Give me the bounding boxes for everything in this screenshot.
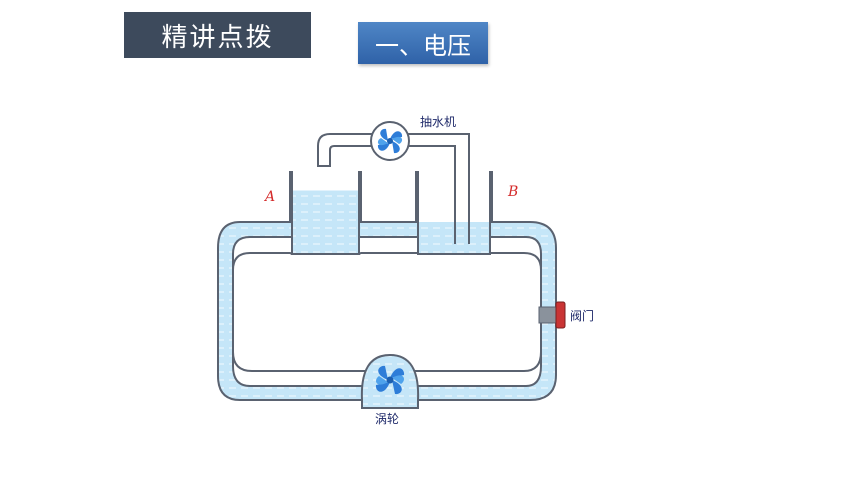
pump-pipe <box>317 133 470 244</box>
section-tag: 精讲点拨 <box>124 12 311 58</box>
valve-icon <box>555 301 566 329</box>
topic-tag: 一、电压 <box>358 22 488 64</box>
container-a <box>291 172 360 255</box>
pump <box>370 121 410 161</box>
pump-label: 抽水机 <box>420 115 456 129</box>
pump-fan-icon <box>377 128 403 154</box>
container-a-label: A <box>263 189 275 205</box>
container-b-label: B <box>507 184 518 200</box>
valve <box>538 301 566 329</box>
valve-label: 阀门 <box>570 308 594 323</box>
turbine-fan-icon <box>375 365 405 395</box>
turbine <box>360 353 420 409</box>
turbine-label: 涡轮 <box>375 412 399 426</box>
